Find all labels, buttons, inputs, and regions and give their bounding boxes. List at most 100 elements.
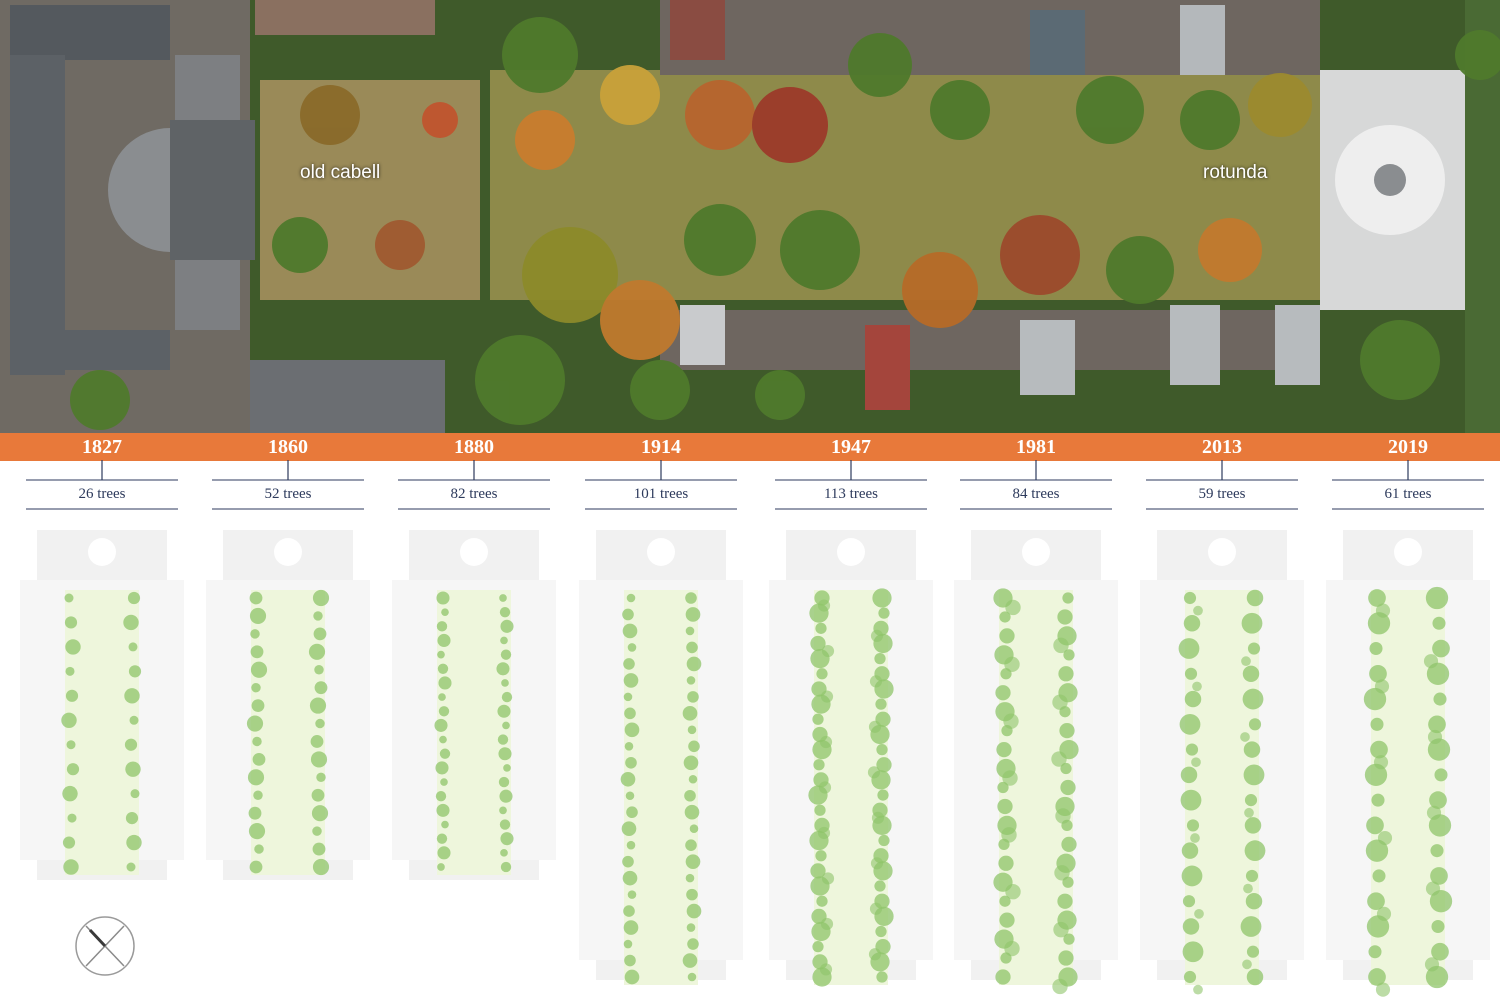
tree-marker (436, 803, 450, 817)
lawn-plans (20, 530, 1490, 997)
tree-marker (123, 614, 139, 631)
tree-marker (621, 821, 637, 837)
tree-marker (873, 633, 893, 654)
tree-marker (877, 789, 889, 801)
tree-marker (1248, 718, 1262, 731)
tree-marker (1366, 816, 1384, 835)
tree-marker (1431, 942, 1449, 961)
tree-marker (686, 888, 698, 901)
tree-marker (809, 603, 829, 623)
timeline-band (0, 433, 1500, 461)
tree-marker (310, 751, 328, 768)
tree-count-label: 61 trees (1384, 486, 1432, 502)
tree-marker (1240, 916, 1262, 937)
tree-marker (874, 653, 886, 665)
tree-count-label: 82 trees (450, 486, 498, 502)
tree-marker (1191, 757, 1201, 768)
timeline-lines (26, 460, 1484, 510)
tree-marker (441, 820, 449, 829)
tree-marker (686, 923, 696, 932)
tree-marker (1243, 764, 1265, 786)
tree-marker (249, 860, 263, 874)
tree-marker (1005, 884, 1021, 900)
tree-marker (1180, 766, 1198, 784)
tree-marker (312, 589, 330, 607)
tree-marker (1000, 952, 1012, 964)
tree-marker (130, 789, 140, 799)
tree-marker (499, 819, 511, 830)
tree-marker (624, 954, 636, 967)
tree-marker (623, 939, 633, 949)
tree-marker (502, 721, 510, 730)
rotunda-outline (837, 538, 865, 566)
tree-marker (126, 834, 142, 851)
tree-marker (246, 715, 264, 732)
tree-marker (815, 850, 827, 862)
tree-marker (810, 863, 826, 879)
tree-marker (128, 665, 142, 678)
tree-marker (1363, 687, 1387, 711)
tree-count-label: 113 trees (823, 486, 878, 502)
lawn-plan (954, 530, 1118, 995)
tree-marker (875, 698, 887, 710)
rotunda-outline (88, 538, 116, 566)
tree-marker (1194, 908, 1204, 919)
tree-marker (1430, 844, 1444, 858)
tree-marker (1053, 637, 1069, 654)
tree-marker (313, 611, 323, 621)
tree-marker (249, 591, 263, 605)
tree-marker (250, 661, 268, 678)
tree-marker (625, 756, 637, 769)
tree-marker (1004, 656, 1020, 673)
tree-count-label: 84 trees (1012, 486, 1060, 502)
tree-marker (1369, 642, 1383, 656)
tree-marker (310, 735, 324, 748)
tree-marker (1246, 945, 1260, 958)
tree-marker (620, 771, 636, 787)
tree-marker (1002, 770, 1018, 786)
tree-marker (250, 629, 260, 639)
tree-marker (500, 649, 512, 660)
tree-marker (1242, 665, 1260, 683)
tree-marker (247, 769, 265, 786)
tree-marker (999, 895, 1011, 907)
rotunda-outline (274, 538, 302, 566)
tree-marker (878, 607, 890, 619)
tree-marker (1242, 959, 1252, 970)
tree-marker (440, 778, 448, 786)
tree-marker (870, 952, 890, 972)
tree-marker (1246, 589, 1264, 607)
tree-marker (1004, 940, 1020, 957)
tree-marker (65, 689, 79, 702)
tree-marker (622, 870, 638, 886)
tree-marker (874, 880, 886, 892)
tree-marker (812, 739, 832, 760)
tree-marker (1428, 715, 1446, 734)
tree-marker (499, 789, 513, 803)
tree-marker (999, 912, 1015, 928)
tree-marker (439, 735, 447, 744)
tree-marker (687, 725, 697, 735)
lawn-plan (769, 530, 933, 987)
tree-marker (999, 628, 1015, 644)
tree-marker (308, 643, 326, 660)
tree-marker (623, 692, 633, 702)
tree-marker (1063, 933, 1075, 945)
tree-marker (874, 679, 894, 699)
tree-marker (622, 855, 634, 868)
tree-marker (312, 842, 326, 856)
tree-marker (1244, 817, 1262, 834)
tree-marker (1365, 839, 1389, 862)
tree-marker (997, 781, 1009, 794)
tree-marker (441, 608, 449, 616)
tree-marker (62, 785, 78, 802)
tree-marker (682, 953, 698, 968)
tree-marker (67, 813, 77, 823)
tree-marker (872, 815, 892, 836)
tree-marker (497, 704, 511, 718)
tree-marker (497, 734, 509, 745)
lawn-area (624, 590, 698, 985)
tree-marker (501, 679, 509, 687)
tree-marker (1058, 950, 1074, 966)
tree-marker (686, 641, 698, 654)
